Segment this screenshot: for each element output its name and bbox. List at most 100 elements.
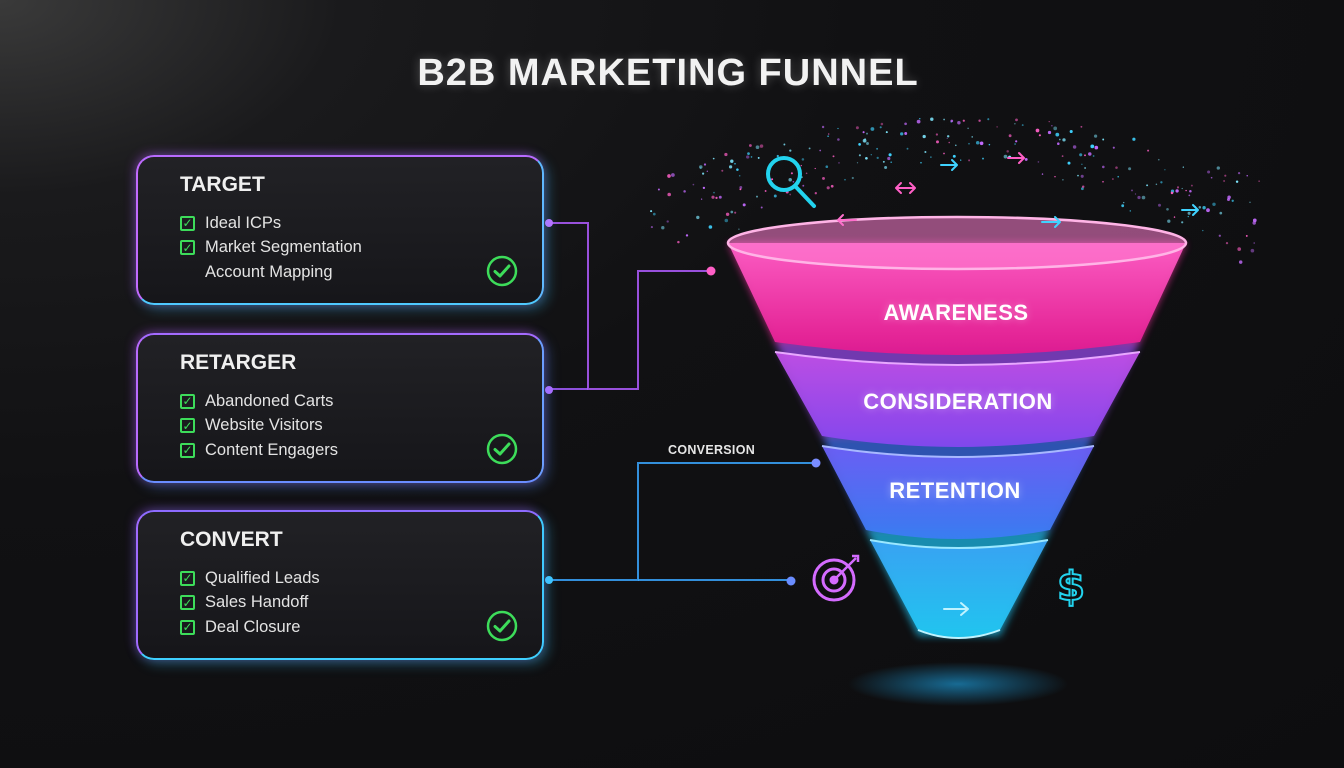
particle xyxy=(971,136,973,138)
particle xyxy=(1102,180,1104,183)
particle xyxy=(870,153,873,156)
particle xyxy=(1081,185,1085,188)
particle xyxy=(734,163,736,165)
funnel-stage-conversion xyxy=(870,540,1048,638)
svg-text:$: $ xyxy=(1057,564,1085,610)
particle xyxy=(900,132,904,136)
particle xyxy=(1129,210,1132,212)
particle xyxy=(1226,197,1231,202)
funnel xyxy=(726,215,1188,639)
particle xyxy=(982,157,984,160)
list-item: ✓Deal Closure xyxy=(180,615,320,640)
particle xyxy=(1258,180,1260,182)
particle xyxy=(884,166,888,169)
particle xyxy=(671,173,675,177)
particle xyxy=(858,154,861,157)
particle xyxy=(1166,207,1169,211)
particle xyxy=(1245,234,1248,237)
particle xyxy=(730,210,734,214)
particle xyxy=(920,161,922,164)
particle xyxy=(978,119,981,122)
particle xyxy=(661,226,665,230)
particle xyxy=(851,176,854,180)
particle xyxy=(858,143,861,146)
list-item-label: Qualified Leads xyxy=(205,568,320,587)
magnifier-icon xyxy=(766,156,816,208)
particle xyxy=(819,149,822,152)
particle xyxy=(1231,199,1234,202)
particle xyxy=(1047,130,1052,135)
particle xyxy=(996,126,998,128)
particle xyxy=(1058,138,1061,141)
list-item-label: Account Mapping xyxy=(205,262,333,281)
particle xyxy=(1093,134,1098,138)
particle xyxy=(930,117,934,121)
list-item: ✓Qualified Leads xyxy=(180,566,320,591)
particle xyxy=(838,162,840,164)
particle xyxy=(866,142,869,145)
particle xyxy=(1024,157,1028,161)
particle xyxy=(885,131,888,134)
particle xyxy=(1014,123,1016,125)
particle xyxy=(919,118,921,120)
particle xyxy=(725,212,730,217)
particle xyxy=(1182,166,1184,168)
particle xyxy=(1008,134,1012,138)
particle xyxy=(960,159,962,161)
particle xyxy=(788,178,792,182)
list-item-label: Market Segmentation xyxy=(205,238,362,257)
particle xyxy=(904,132,908,135)
list-item: ✓Content Engagers xyxy=(180,438,338,463)
particle xyxy=(987,118,990,121)
particle xyxy=(930,156,932,158)
particle xyxy=(822,176,825,180)
checkbox-checked-icon: ✓ xyxy=(180,393,195,409)
particle xyxy=(677,240,680,244)
particle xyxy=(1189,189,1192,193)
particle xyxy=(879,126,882,129)
particle xyxy=(1054,175,1056,178)
particle xyxy=(1146,184,1149,187)
list-item: ✓Sales Handoff xyxy=(180,591,320,616)
particle xyxy=(1112,178,1114,180)
particle xyxy=(827,133,830,135)
list-item-label: Website Visitors xyxy=(205,416,323,435)
particle xyxy=(748,144,752,147)
particle xyxy=(988,143,991,146)
particle xyxy=(700,198,703,200)
particle xyxy=(712,157,715,160)
particle xyxy=(718,195,722,199)
particle xyxy=(1160,181,1163,184)
particle xyxy=(827,135,829,137)
particle xyxy=(1225,241,1229,245)
particle xyxy=(830,184,834,188)
list-item: ✓Website Visitors xyxy=(180,414,338,439)
particle xyxy=(943,118,945,121)
particle xyxy=(1037,161,1040,163)
particle xyxy=(1155,183,1158,186)
particle xyxy=(837,138,840,141)
particle xyxy=(1062,178,1064,181)
particle xyxy=(1015,118,1018,122)
particle xyxy=(1035,128,1040,133)
particle xyxy=(1061,155,1064,158)
particle xyxy=(924,150,927,154)
particle xyxy=(1057,142,1060,145)
list-item: ✓Market Segmentation xyxy=(180,236,362,261)
particle xyxy=(715,196,718,200)
particle xyxy=(1134,193,1137,195)
particle xyxy=(746,155,750,159)
particle xyxy=(1077,174,1079,177)
particle xyxy=(802,184,805,187)
particle xyxy=(1090,144,1095,149)
particle xyxy=(1051,125,1053,127)
particle xyxy=(1088,152,1092,156)
card-title: CONVERT xyxy=(180,528,283,551)
particle xyxy=(776,154,779,158)
particle xyxy=(730,159,734,163)
particle xyxy=(650,226,653,229)
particle xyxy=(1238,260,1243,264)
particle xyxy=(783,143,786,146)
particle xyxy=(702,172,705,175)
particle xyxy=(1176,186,1180,189)
